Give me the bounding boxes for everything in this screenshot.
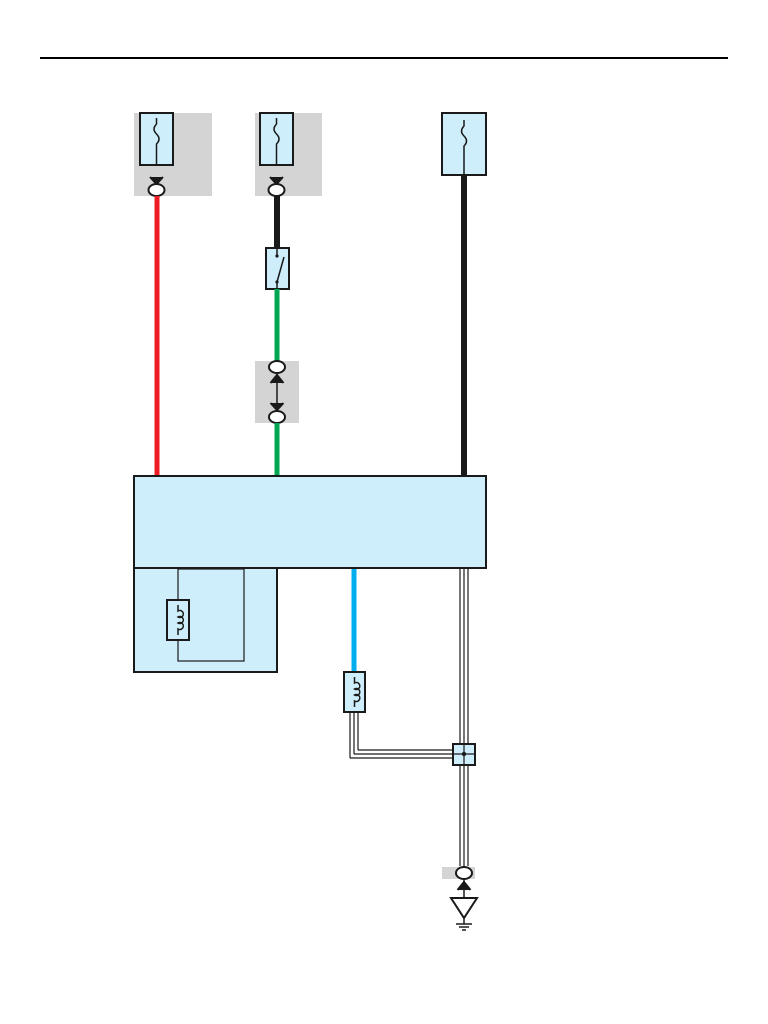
fuse-icon bbox=[259, 112, 294, 166]
coil-icon bbox=[343, 671, 366, 713]
junction-icon bbox=[452, 743, 476, 766]
sub-module bbox=[133, 567, 278, 673]
switch-icon bbox=[265, 247, 290, 290]
module-icon bbox=[133, 475, 487, 569]
connector-icon bbox=[268, 360, 286, 424]
wire-shielded bbox=[349, 569, 469, 866]
fuse-icon bbox=[441, 112, 487, 176]
fuse-icon bbox=[139, 112, 174, 166]
connector-icon bbox=[455, 866, 473, 898]
ground-icon bbox=[449, 897, 479, 931]
coil-icon bbox=[166, 599, 190, 641]
